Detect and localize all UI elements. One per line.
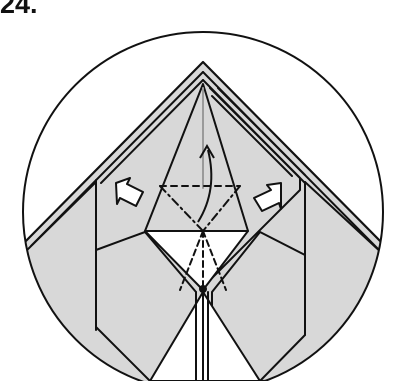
center-point [199,285,207,293]
